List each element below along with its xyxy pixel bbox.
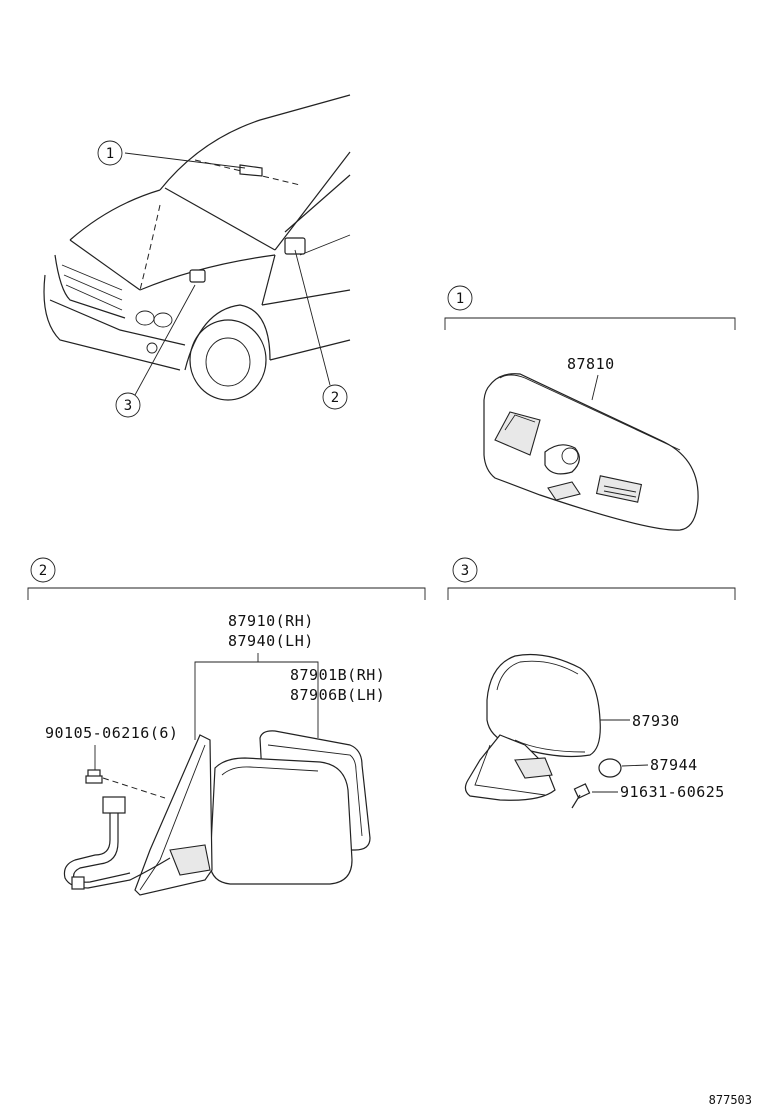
- part-label-mirror-sub-lh: 87906B(LH): [290, 686, 385, 704]
- vehicle-illustration: [43, 94, 351, 401]
- part-label-bolt: 91631-60625: [620, 783, 725, 801]
- callout-3-overview: 3: [115, 392, 141, 418]
- callout-1-overview: 1: [97, 140, 123, 166]
- section-3-number: 3: [461, 563, 469, 579]
- part-label-screw: 90105-06216(6): [45, 724, 178, 742]
- callout-3-label: 3: [124, 398, 132, 414]
- part-label-mirror-sub-rh: 87901B(RH): [290, 666, 385, 684]
- callout-2-overview: 2: [322, 384, 348, 410]
- diagram-code: 877503: [709, 1093, 752, 1107]
- section-2-number: 2: [39, 563, 47, 579]
- inner-mirror-illustration: [483, 373, 699, 531]
- part-label-cap: 87944: [650, 756, 698, 774]
- section-2: 2 87910(RH) 87940(LH) 87901B(RH) 87906B(…: [27, 557, 426, 896]
- section-1-number: 1: [456, 291, 464, 307]
- part-label-outer-mirror-lh: 87940(LH): [228, 632, 314, 650]
- callout-2-label: 2: [331, 390, 339, 406]
- section-3: 3 87930 87944 91631-60625: [447, 557, 736, 809]
- door-mirror-illustration: [63, 730, 371, 896]
- part-label-fender-mirror: 87930: [632, 712, 680, 730]
- callout-1-label: 1: [106, 146, 114, 162]
- section-1: 1 87810: [444, 285, 736, 531]
- part-label-inner-mirror: 87810: [567, 355, 615, 373]
- fender-mirror-illustration: [464, 653, 622, 809]
- part-label-outer-mirror-rh: 87910(RH): [228, 612, 314, 630]
